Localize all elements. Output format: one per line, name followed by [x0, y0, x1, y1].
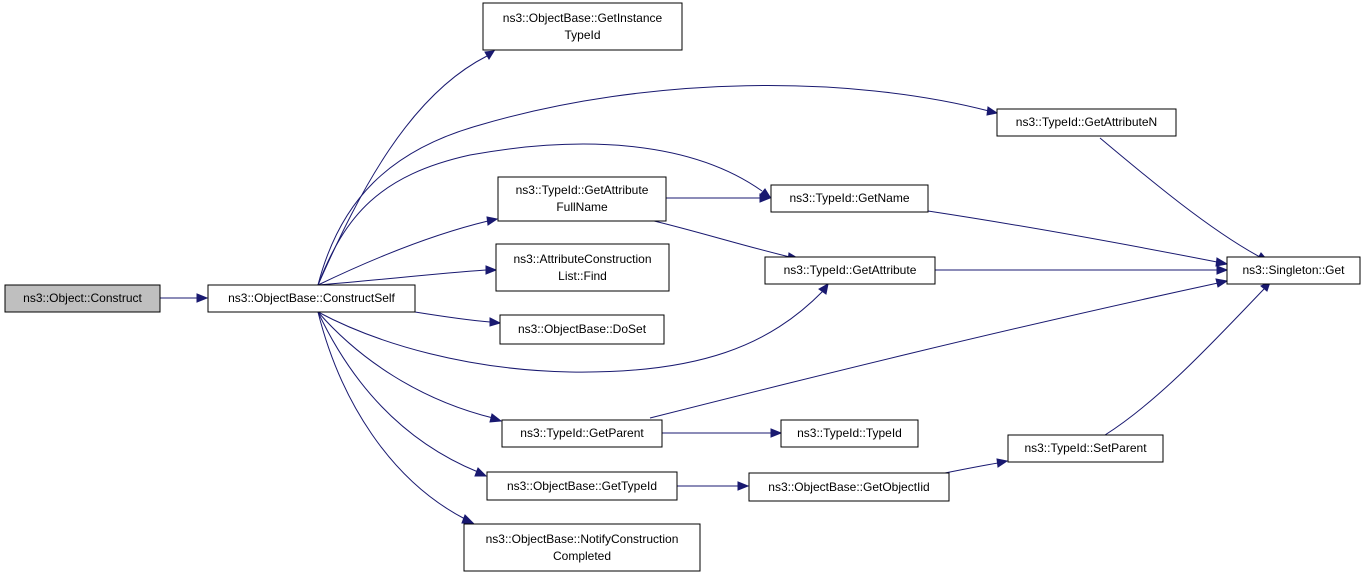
edge-getname-to-singletonget: [927, 210, 1229, 267]
node-objectbase-gettypeid[interactable]: ns3::ObjectBase::GetTypeId: [486, 471, 678, 501]
node-label-line2: List::Find: [558, 269, 607, 283]
node-typeid-getattribute[interactable]: ns3::TypeId::GetAttribute: [764, 256, 936, 285]
node-typeid-setparent[interactable]: ns3::TypeId::SetParent: [1007, 434, 1164, 463]
node-label-line2: TypeId: [564, 28, 600, 42]
node-typeid-getparent[interactable]: ns3::TypeId::GetParent: [501, 419, 663, 448]
node-objectbase-notifyconstructioncompleted[interactable]: ns3::ObjectBase::NotifyConstruction Comp…: [463, 523, 701, 572]
edge-getattributefullname-to-getattribute: [649, 219, 801, 262]
edge-constructself-to-getattributen: [317, 85, 999, 286]
edge-getattribute-to-singletonget: [935, 265, 1229, 275]
node-objectbase-getobjectiid[interactable]: ns3::ObjectBase::GetObjectIid: [748, 472, 950, 502]
edge-constructself-to-getattribute: [317, 283, 829, 373]
edge-constructself-to-attrfind: [317, 265, 498, 286]
node-label: ns3::ObjectBase::GetTypeId: [507, 479, 657, 493]
node-label-line1: ns3::TypeId::GetAttribute: [516, 183, 649, 197]
node-label: ns3::ObjectBase::GetObjectIid: [768, 480, 929, 494]
node-typeid-getattributefullname[interactable]: ns3::TypeId::GetAttribute FullName: [497, 176, 667, 222]
node-label: ns3::ObjectBase::ConstructSelf: [228, 291, 395, 305]
edge-getattributefullname-to-getname: [666, 193, 772, 203]
edge-getobjectiid-to-setparent: [944, 458, 1009, 474]
node-label-line2: Completed: [553, 549, 611, 563]
edge-constructself-to-doset: [414, 311, 502, 327]
node-label: ns3::TypeId::GetName: [789, 191, 909, 205]
node-label: ns3::Singleton::Get: [1242, 263, 1345, 277]
node-objectbase-constructself[interactable]: ns3::ObjectBase::ConstructSelf: [207, 284, 416, 313]
node-label: ns3::TypeId::TypeId: [797, 426, 902, 440]
edge-getparent-to-typeidctor: [662, 428, 783, 438]
node-typeid-getname[interactable]: ns3::TypeId::GetName: [770, 184, 929, 213]
edge-gettypeid-to-getobjectiid: [677, 481, 750, 491]
node-label: ns3::Object::Construct: [23, 291, 142, 305]
edge-getparent-to-singletonget: [649, 278, 1229, 419]
node-objectbase-doset[interactable]: ns3::ObjectBase::DoSet: [499, 314, 665, 345]
edge-constructself-to-getattributefullname: [317, 216, 499, 286]
edge-constructself-to-getinstancetypeid: [317, 50, 495, 286]
node-label-line2: FullName: [556, 200, 608, 214]
node-label: ns3::ObjectBase::DoSet: [518, 322, 647, 336]
node-label: ns3::TypeId::GetAttribute: [784, 263, 917, 277]
edge-constructself-to-getparent: [317, 311, 503, 423]
node-typeid-typeid[interactable]: ns3::TypeId::TypeId: [780, 419, 919, 448]
edge-setparent-to-singletonget: [1104, 281, 1271, 436]
node-label: ns3::TypeId::SetParent: [1024, 441, 1147, 455]
edge-constructself-to-notifycompleted: [317, 311, 475, 524]
node-label: ns3::TypeId::GetParent: [520, 426, 644, 440]
node-objectbase-getinstancetypeid[interactable]: ns3::ObjectBase::GetInstance TypeId: [482, 2, 683, 51]
node-typeid-getattributen[interactable]: ns3::TypeId::GetAttributeN: [996, 108, 1177, 137]
node-singleton-get[interactable]: ns3::Singleton::Get: [1226, 256, 1361, 285]
node-label: ns3::TypeId::GetAttributeN: [1016, 115, 1157, 129]
node-attributeconstructionlist-find[interactable]: ns3::AttributeConstruction List::Find: [495, 243, 670, 292]
edge-construct-to-constructself: [160, 293, 209, 303]
node-label-line1: ns3::ObjectBase::GetInstance: [503, 11, 663, 25]
node-label-line1: ns3::AttributeConstruction: [513, 252, 651, 266]
edge-getattributen-to-singletonget: [1099, 137, 1270, 262]
edge-constructself-to-gettypeid: [317, 311, 488, 477]
node-label-line1: ns3::ObjectBase::NotifyConstruction: [486, 532, 679, 546]
node-object-construct[interactable]: ns3::Object::Construct: [4, 284, 161, 313]
